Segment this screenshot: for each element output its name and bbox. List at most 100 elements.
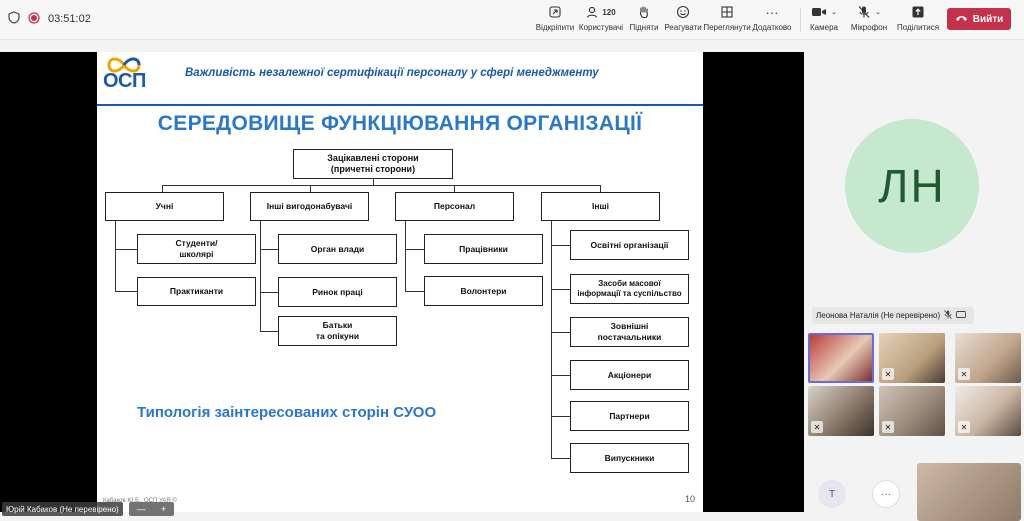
connector-line [260,249,278,250]
child-box: Студенти/ школярі [137,234,256,264]
child-box: Партнери [570,401,689,431]
meeting-toolbar: 03:51:02 Відкріпити 120 Користувачі Підн… [0,0,1024,40]
people-icon: 120 [586,3,616,21]
microphone-off-icon: ✕ [958,368,970,380]
participant-video-tile[interactable] [808,333,874,383]
connector-line [551,245,570,246]
connector-line [551,416,570,417]
share-icon [911,3,925,21]
child-box: Орган влади [278,234,397,264]
connector-line [405,249,424,250]
osp-logo-icon [105,55,143,80]
participant-video-tile[interactable]: ✕ [879,386,945,436]
avatar[interactable]: Т [818,480,846,508]
connector-line [551,289,570,290]
logo-text: ОСП [103,70,146,92]
microphone-button[interactable]: ⌄ Мікрофон [848,3,890,37]
shared-screen-stage: ОСП Важливість незалежної сертифікації п… [0,52,804,512]
more-icon: ··· [765,4,779,20]
root-stakeholders-box: Зацікавлені сторони (причетні сторони) [293,149,453,179]
react-icon [676,3,690,21]
chevron-down-icon[interactable]: ⌄ [875,9,881,16]
shield-icon [8,11,20,27]
camera-icon: ⌄ [811,3,837,21]
avatar: ЛН [845,119,979,253]
microphone-off-icon: ✕ [882,368,894,380]
unpin-button[interactable]: Відкріпити [534,3,576,37]
raise-hand-button[interactable]: Підняти [626,3,662,37]
participant-video-tile[interactable]: ✕ [955,333,1021,383]
react-button[interactable]: Реагувати [664,3,702,37]
connector-line [162,185,163,192]
slide-page-number: 10 [685,494,696,504]
connector-line [310,185,311,192]
unpin-icon [548,3,562,21]
recording-icon [28,11,40,27]
participant-video-tile[interactable]: ✕ [808,386,874,436]
connector-line [162,185,600,186]
microphone-off-icon: ✕ [958,421,970,433]
toolbar-separator [800,8,801,32]
connector-line [454,185,455,192]
child-box: Волонтери [424,276,543,306]
group-box-students: Учні [105,192,224,221]
connector-line [115,249,137,250]
slide-header: Важливість незалежної сертифікації персо… [185,67,599,79]
share-button[interactable]: Поділитися [896,3,940,37]
participants-count: 120 [602,7,616,17]
minus-icon[interactable]: — [136,504,146,514]
child-box: Випускники [570,443,689,473]
child-box: Зовнішні постачальники [570,317,689,347]
participant-name-tag: Леонова Наталія (Не перевірено) [812,307,974,324]
child-box: Акціонери [570,360,689,390]
connector-line [260,292,278,293]
microphone-off-icon: ⌄ [857,3,881,21]
leave-button[interactable]: Вийти [947,8,1011,30]
connector-line [551,458,570,459]
participant-video-tile[interactable]: ✕ [955,386,1021,436]
connector-line [260,331,278,332]
phone-hangup-icon [955,14,968,25]
group-box-personnel: Персонал [395,192,514,221]
connector-line [115,221,116,292]
connector-line [115,291,137,292]
connector-line [551,332,570,333]
slide-footer: Кабаков Ю.Б., ОСП УАЯ © [103,498,177,504]
presenter-name-tag: Юрій Кабаков (Не перевірено) [2,502,123,516]
participant-video-tile[interactable]: ✕ [879,333,945,383]
camera-button[interactable]: ⌄ Камера [806,3,842,37]
toolbar-left: 03:51:02 [8,11,91,27]
connector-line [373,179,374,185]
child-box: Ринок праці [278,277,397,307]
view-button[interactable]: Переглянути [703,3,751,37]
child-box: Освітні організації [570,230,689,260]
group-box-others: Інші [541,192,660,221]
slide-title: СЕРЕДОВИЩЕ ФУНКЦІЮВАННЯ ОРГАНІЗАЦІЇ [157,112,643,135]
screen-share-icon [956,310,967,321]
meeting-timer: 03:51:02 [48,13,91,25]
connector-line [405,291,424,292]
presentation-slide: ОСП Важливість незалежної сертифікації п… [97,52,703,512]
chevron-down-icon[interactable]: ⌄ [831,9,837,16]
connector-line [551,221,552,459]
group-box-beneficiaries: Інші вигодонабувачі [250,192,369,221]
header-divider [97,104,703,106]
raise-hand-icon [637,3,651,21]
participants-button[interactable]: 120 Користувачі [578,3,624,37]
child-box: Батьки та опікуни [278,316,397,346]
microphone-off-icon: ✕ [882,421,894,433]
child-box: Засоби масової інформації та суспільство [570,274,689,304]
presenter-controls[interactable]: — + [129,502,174,516]
connector-line [405,221,406,292]
connector-line [260,221,261,332]
child-box: Працівники [424,234,543,264]
more-button[interactable]: ··· Додатково [752,4,792,33]
child-box: Практиканти [137,277,256,306]
more-participants-button[interactable]: ··· [872,480,900,508]
connector-line [551,375,570,376]
view-grid-icon [720,3,734,21]
plus-icon[interactable]: + [161,504,167,514]
slide-subtitle: Типологія заінтересованих сторін СУОО [137,404,437,421]
self-video-tile[interactable] [917,463,1021,521]
microphone-off-icon: ✕ [811,421,823,433]
